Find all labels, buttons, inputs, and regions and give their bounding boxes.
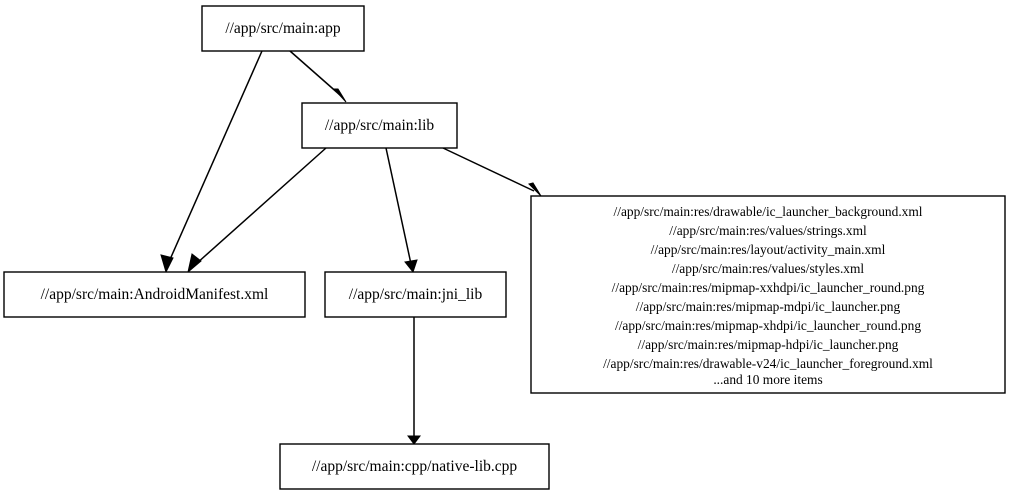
node-label-resources-line-1: //app/src/main:res/drawable/ic_launcher_…: [614, 204, 923, 219]
node-label-resources-line-5: //app/src/main:res/mipmap-xxhdpi/ic_laun…: [612, 280, 925, 295]
node-jni-lib[interactable]: //app/src/main:jni_lib: [324, 271, 507, 318]
node-label-lib: //app/src/main:lib: [325, 117, 435, 134]
edge-line: [385, 147, 412, 265]
node-manifest[interactable]: //app/src/main:AndroidManifest.xml: [3, 271, 306, 318]
node-box[interactable]: [279, 443, 550, 490]
edge-lib-to-manifest: [187, 147, 327, 274]
node-box[interactable]: [301, 102, 458, 149]
node-label-resources-line-8: //app/src/main:res/mipmap-hdpi/ic_launch…: [638, 337, 899, 352]
edge-app-to-manifest: [160, 50, 263, 274]
node-label-native-lib: //app/src/main:cpp/native-lib.cpp: [312, 458, 518, 475]
arrowhead-icon: [407, 435, 421, 445]
arrowhead-icon: [160, 254, 174, 274]
node-layer: //app/src/main:app //app/src/main:lib //…: [3, 5, 1006, 490]
node-native-lib[interactable]: //app/src/main:cpp/native-lib.cpp: [279, 443, 550, 490]
edge-layer: [160, 50, 542, 445]
node-box[interactable]: [201, 5, 365, 52]
node-label-manifest: //app/src/main:AndroidManifest.xml: [41, 286, 269, 303]
edge-line: [442, 147, 535, 192]
edge-line: [167, 50, 263, 265]
node-lib[interactable]: //app/src/main:lib: [301, 102, 458, 149]
arrowhead-icon: [528, 182, 542, 197]
node-box[interactable]: [530, 195, 1006, 394]
node-label-jni-lib: //app/src/main:jni_lib: [349, 286, 483, 303]
edge-lib-to-jni_lib: [385, 147, 418, 274]
node-box[interactable]: [3, 271, 306, 318]
arrowhead-icon: [187, 253, 202, 274]
edge-jni_lib-to-native_lib: [407, 316, 421, 445]
node-label-resources-line-6: //app/src/main:res/mipmap-mdpi/ic_launch…: [636, 299, 901, 314]
node-label-resources-line-2: //app/src/main:res/values/strings.xml: [669, 223, 867, 238]
edge-line: [195, 147, 327, 265]
node-label-app: //app/src/main:app: [225, 20, 341, 37]
edge-lib-to-resources: [442, 147, 542, 197]
node-resources[interactable]: //app/src/main:res/drawable/ic_launcher_…: [530, 195, 1006, 394]
edge-line: [289, 50, 341, 96]
edge-app-to-lib: [289, 50, 347, 103]
node-label-resources-line-4: //app/src/main:res/values/styles.xml: [672, 261, 865, 276]
node-app[interactable]: //app/src/main:app: [201, 5, 365, 52]
arrowhead-icon: [404, 259, 418, 274]
arrowhead-icon: [332, 88, 347, 103]
node-label-resources-line-3: //app/src/main:res/layout/activity_main.…: [651, 242, 886, 257]
node-label-resources-line-9: //app/src/main:res/drawable-v24/ic_launc…: [603, 356, 933, 371]
node-label-resources-more-items: ...and 10 more items: [713, 372, 822, 387]
node-label-resources-line-7: //app/src/main:res/mipmap-xhdpi/ic_launc…: [615, 318, 921, 333]
node-box[interactable]: [324, 271, 507, 318]
